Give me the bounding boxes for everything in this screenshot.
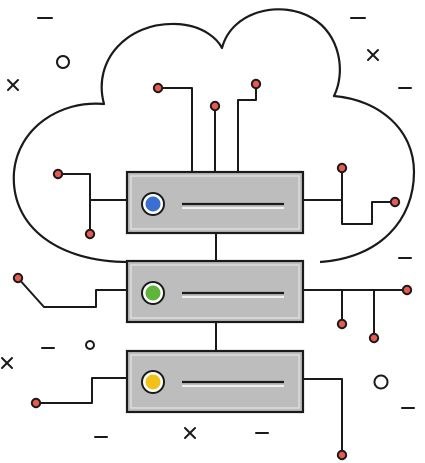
circuit-wires <box>17 84 407 455</box>
decorations <box>1 17 415 439</box>
server-top <box>125 170 305 235</box>
server-middle <box>125 259 305 324</box>
server-bottom <box>125 349 305 414</box>
cloud-outline <box>12 8 416 264</box>
